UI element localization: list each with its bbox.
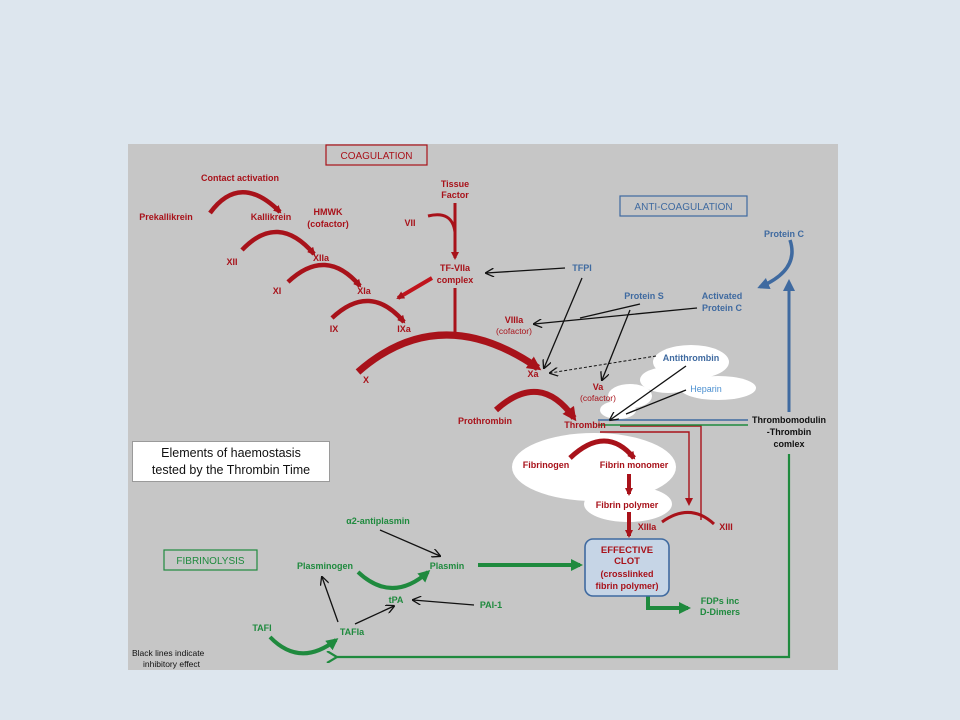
va-cofactor-label: (cofactor) xyxy=(580,393,616,403)
thrombin-time-line2: tested by the Thrombin Time xyxy=(151,463,311,477)
xi-label: XI xyxy=(273,286,282,296)
thrombin-to-xiiia-line xyxy=(600,431,693,506)
vii-label: VII xyxy=(404,218,415,228)
xiiia-label: XIIIa xyxy=(638,522,658,532)
fibrin-polymer-label: Fibrin polymer xyxy=(596,500,659,510)
protein-c-arc xyxy=(757,239,794,289)
coagulation-header-box xyxy=(325,144,428,166)
hmwk-cofactor-label: (cofactor) xyxy=(307,219,349,229)
heparin-to-thrombin-line xyxy=(625,389,687,415)
heparin-label: Heparin xyxy=(690,384,722,394)
legend-line2: inhibitory effect xyxy=(143,659,201,669)
clot-line4: fibrin polymer) xyxy=(595,581,658,591)
thrombin-arc xyxy=(493,388,577,422)
xiii-arc xyxy=(661,511,716,526)
kallikrein-label: Kallikrein xyxy=(251,212,292,222)
fdps-label-2: D-Dimers xyxy=(700,607,740,617)
thrombomodulin-label-3: comlex xyxy=(773,439,804,449)
fibrin-monomer-arc xyxy=(568,438,636,460)
fibrin-cloud xyxy=(512,433,676,522)
fibrinolysis-header-box xyxy=(163,549,258,571)
ix-label: IX xyxy=(330,324,339,334)
fibrin-monomer-label: Fibrin monomer xyxy=(600,460,669,470)
contact-activation-label: Contact activation xyxy=(201,173,279,183)
prekallikrein-label: Prekallikrein xyxy=(139,212,193,222)
va-label: Va xyxy=(593,382,605,392)
vii-arc xyxy=(427,213,457,233)
clot-line2: CLOT xyxy=(614,556,640,567)
ixa-label: IXa xyxy=(397,324,412,334)
viiia-label: VIIIa xyxy=(505,315,525,325)
heparin-antithrombin-cloud xyxy=(600,345,756,419)
tfpi-to-xa-arrow xyxy=(544,277,583,368)
thrombin-time-line1: Elements of haemostasis xyxy=(161,446,301,460)
thrombomodulin-label-2: -Thrombin xyxy=(767,427,812,437)
clot-to-fdps-arrow xyxy=(646,596,691,614)
tissue-factor-label-1: Tissue xyxy=(441,179,469,189)
activated-protein-c-label-2: Protein C xyxy=(702,303,743,313)
xa-arc xyxy=(355,331,542,375)
proteins-to-va-arrow xyxy=(602,309,631,380)
pai1-to-tpa-arrow xyxy=(413,600,475,606)
thrombin-time-box: Elements of haemostasis tested by the Th… xyxy=(132,441,330,482)
tf-viia-to-ixa-arrow xyxy=(396,276,434,300)
effective-clot-box xyxy=(584,538,670,597)
antithrombin-to-thrombin-arrow xyxy=(610,365,687,420)
tafia-label: TAFIa xyxy=(340,627,365,637)
tafi-label: TAFI xyxy=(252,623,271,633)
plasminogen-label: Plasminogen xyxy=(297,561,353,571)
thrombin-label: Thrombin xyxy=(564,420,606,430)
legend-line1: Black lines indicate xyxy=(132,648,205,658)
proteins-to-viiia-line xyxy=(579,303,641,319)
xiia-label: XIIa xyxy=(313,253,330,263)
a2-antiplasmin-arrow xyxy=(379,529,440,556)
xa-label: Xa xyxy=(527,369,539,379)
tafia-to-tpa-arrow xyxy=(354,606,394,625)
activated-protein-c-label-1: Activated xyxy=(702,291,743,301)
hmwk-label: HMWK xyxy=(314,207,343,217)
fdps-label-1: FDPs inc xyxy=(701,596,740,606)
coagulation-header: COAGULATION xyxy=(340,151,412,162)
thrombomodulin-label-1: Thrombomodulin xyxy=(752,415,826,425)
xia-arc xyxy=(286,262,362,288)
tafi-to-tafia-arc xyxy=(268,635,339,656)
tf-viia-label-1: TF-VIIa xyxy=(440,263,471,273)
tpa-label: tPA xyxy=(389,595,404,605)
pai1-label: PAI-1 xyxy=(480,600,502,610)
tfpi-label: TFPI xyxy=(572,263,592,273)
thrombomodulin-to-tafi-line xyxy=(336,454,791,657)
plasminogen-to-plasmin-arc xyxy=(356,570,431,590)
protein-c-label: Protein C xyxy=(764,229,805,239)
xia-label: XIa xyxy=(357,286,372,296)
anticoagulation-header-box xyxy=(619,195,748,217)
kallikrein-arc xyxy=(208,190,282,215)
fibrinogen-label: Fibrinogen xyxy=(523,460,570,470)
a2-antiplasmin-label: α2-antiplasmin xyxy=(346,516,410,526)
clot-line3: (crosslinked xyxy=(600,569,653,579)
tissue-factor-label-2: Factor xyxy=(441,190,469,200)
tfpi-to-tfviia-arrow xyxy=(486,267,566,273)
antithrombin-label: Antithrombin xyxy=(663,353,720,363)
ixa-arc xyxy=(330,298,406,324)
xiia-arc xyxy=(240,229,316,256)
fibrinolysis-header: FIBRINOLYSIS xyxy=(176,556,244,567)
diagram-panel xyxy=(128,144,838,670)
thrombin-to-xiii-line xyxy=(620,425,702,520)
apc-to-viiia-arrow xyxy=(534,307,698,324)
x-label: X xyxy=(363,375,369,385)
tf-viia-label-2: complex xyxy=(437,275,474,285)
protein-s-label: Protein S xyxy=(624,291,664,301)
prothrombin-label: Prothrombin xyxy=(458,416,512,426)
clot-line1: EFFECTIVE xyxy=(601,545,653,556)
antithrombin-to-xa-dashed-arrow xyxy=(550,355,657,373)
viiia-cofactor-label: (cofactor) xyxy=(496,326,532,336)
plasmin-label: Plasmin xyxy=(430,561,465,571)
anticoagulation-header: ANTI-COAGULATION xyxy=(634,202,732,213)
tafia-to-plasminogen-arrow xyxy=(322,577,339,623)
xii-label: XII xyxy=(226,257,237,267)
xiii-label: XIII xyxy=(719,522,733,532)
